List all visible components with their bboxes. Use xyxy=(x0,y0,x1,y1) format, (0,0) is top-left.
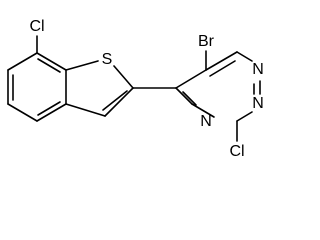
pyrimidine-substituent-bonds xyxy=(205,50,238,142)
benzene-ring xyxy=(7,52,67,122)
molecule-drawing: Cl S Br N N N Cl xyxy=(7,18,264,160)
chlorine-pyrimidine-label: Cl xyxy=(229,143,244,160)
bromine-label: Br xyxy=(198,33,215,50)
chlorine-benzo-label: Cl xyxy=(29,18,44,35)
nitrogen-ring-label: N xyxy=(200,113,212,130)
thiophene-ring xyxy=(65,60,134,117)
pyrimidine-ring xyxy=(175,51,261,122)
sulfur-label: S xyxy=(102,51,113,68)
structure-diagram: Cl S Br N N N Cl xyxy=(7,18,264,160)
nitrogen-upper-label: N xyxy=(252,61,264,78)
nitrogen-lower-label: N xyxy=(252,95,264,112)
